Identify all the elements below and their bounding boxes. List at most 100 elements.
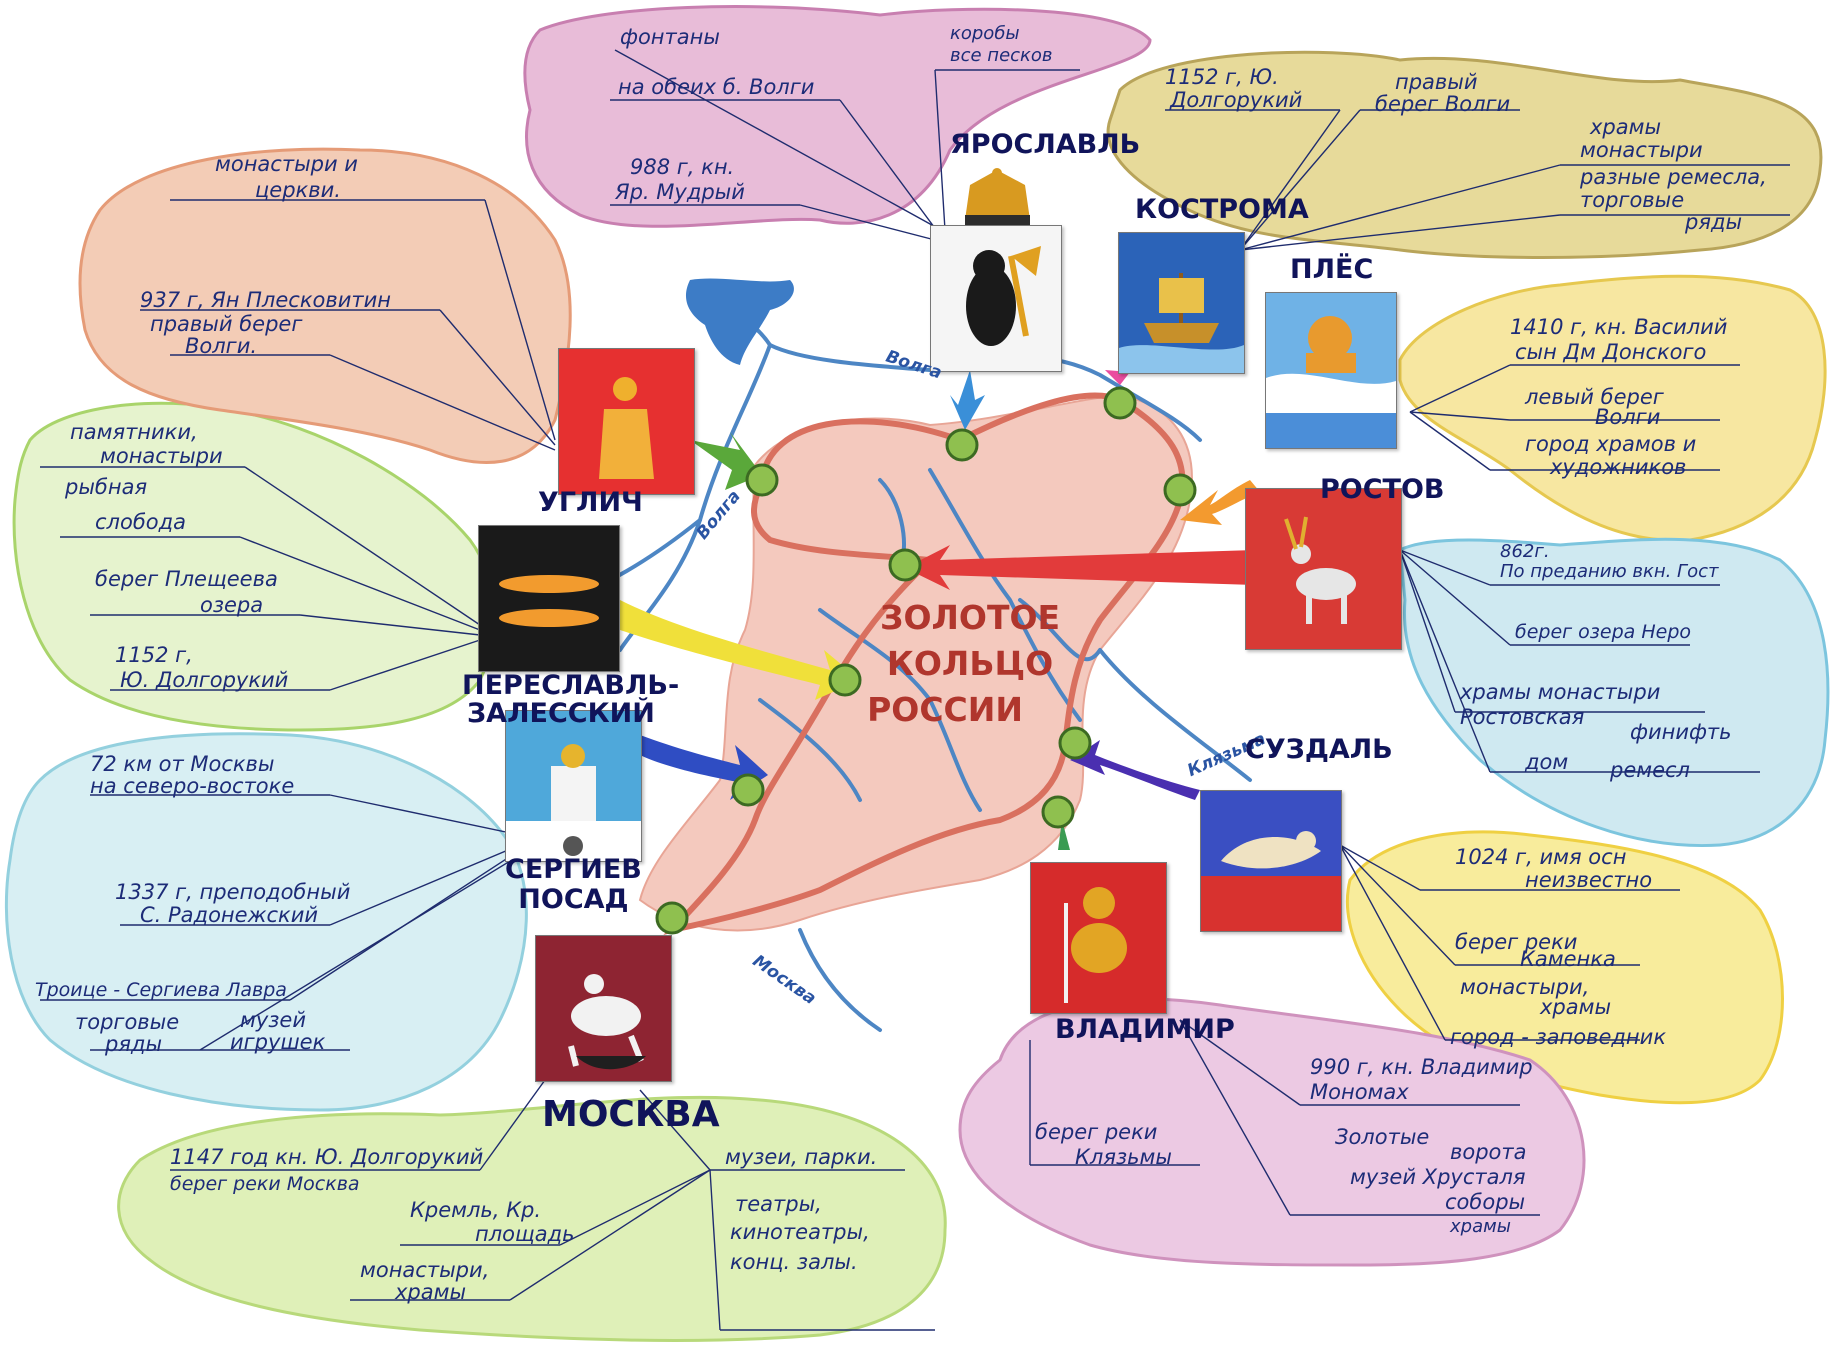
note-moscow-10: конц. залы. bbox=[730, 1250, 858, 1274]
note-sergiev-6: торговые bbox=[75, 1010, 180, 1034]
note-rostov-2: По преданию вкн. Гост bbox=[1500, 561, 1719, 582]
note-ples-2: сын Дм Донского bbox=[1515, 340, 1707, 364]
note-pereslavl-3: рыбная bbox=[65, 475, 148, 499]
note-pereslavl-4: слобода bbox=[95, 510, 187, 534]
note-suzdal-6: храмы bbox=[1540, 995, 1612, 1019]
bubble-sergiev-posad bbox=[4, 732, 528, 1112]
note-kostroma-3: правый bbox=[1395, 70, 1478, 94]
note-rostov-8: ремесл bbox=[1610, 758, 1690, 782]
center-title-line-2: КОЛЬЦО bbox=[886, 644, 1054, 683]
note-moscow-1: 1147 год кн. Ю. Долгорукий bbox=[170, 1145, 484, 1169]
center-title: ЗОЛОТОЕ КОЛЬЦО РОССИИ bbox=[867, 595, 1061, 733]
bubbles bbox=[4, 5, 1830, 1342]
note-rostov-6: финифть bbox=[1630, 720, 1732, 744]
note-moscow-4: площадь bbox=[475, 1222, 575, 1246]
city-name-sergiev-posad: СЕРГИЕВ ПОСАД bbox=[505, 855, 642, 915]
note-ples-3: левый берег bbox=[1525, 385, 1664, 409]
note-kostroma-8: торговые bbox=[1580, 188, 1685, 212]
node-vladimir bbox=[1041, 795, 1075, 829]
note-sergiev-8: музей bbox=[240, 1008, 307, 1032]
note-kostroma-4: берег Волги bbox=[1375, 92, 1511, 116]
city-name-pereslavl-line-1: ПЕРЕСЛАВЛЬ- bbox=[462, 670, 680, 701]
node-uglich bbox=[745, 463, 779, 497]
note-kostroma-5: храмы bbox=[1590, 115, 1662, 139]
note-suzdal-7: город - заповедник bbox=[1450, 1025, 1666, 1049]
bubble-vladimir bbox=[958, 997, 1586, 1267]
note-moscow-6: храмы bbox=[395, 1280, 467, 1304]
note-yaroslavl-2: коробы bbox=[950, 23, 1020, 44]
note-moscow-2: берег реки Москва bbox=[170, 1173, 360, 1195]
crest-ples bbox=[1265, 292, 1397, 449]
node-pereslavl bbox=[828, 663, 862, 697]
bubble-moscow bbox=[117, 1095, 947, 1342]
center-title-line-1: ЗОЛОТОЕ bbox=[880, 598, 1061, 637]
note-ples-1: 1410 г, кн. Василий bbox=[1510, 315, 1728, 339]
crest-vladimir bbox=[1030, 862, 1167, 1014]
note-kostroma-7: разные ремесла, bbox=[1580, 165, 1767, 189]
note-suzdal-1: 1024 г, имя осн bbox=[1455, 845, 1627, 869]
city-name-uglich: УГЛИЧ bbox=[538, 487, 643, 518]
city-name-pereslavl-line-2: ЗАЛЕССКИЙ bbox=[467, 698, 655, 729]
note-rostov-5: Ростовская bbox=[1460, 705, 1585, 729]
note-suzdal-5: монастыри, bbox=[1460, 975, 1590, 999]
note-ples-4: Волги bbox=[1595, 405, 1661, 429]
note-moscow-8: театры, bbox=[735, 1192, 822, 1216]
note-pereslavl-8: Ю. Долгорукий bbox=[120, 668, 289, 692]
note-kostroma-2: Долгорукий bbox=[1170, 88, 1303, 112]
crest-sergiev-posad bbox=[505, 710, 642, 862]
node-yaroslavl bbox=[945, 428, 979, 462]
note-vladimir-6: ворота bbox=[1450, 1140, 1527, 1164]
node-moscow bbox=[655, 901, 689, 935]
note-uglich-1: монастыри и bbox=[215, 152, 358, 176]
note-sergiev-2: на северо-востоке bbox=[90, 774, 295, 798]
city-name-sergiev-line-2: ПОСАД bbox=[518, 884, 629, 915]
note-sergiev-7: ряды bbox=[105, 1032, 163, 1056]
bubble-uglich bbox=[78, 147, 572, 464]
note-pereslavl-5: берег Плещеева bbox=[95, 567, 278, 591]
note-ples-5: город храмов и bbox=[1525, 432, 1697, 456]
city-name-pereslavl: ПЕРЕСЛАВЛЬ- ЗАЛЕССКИЙ bbox=[462, 672, 679, 728]
connector-lines bbox=[40, 49, 1790, 1331]
node-sergiev-posad bbox=[731, 773, 765, 807]
crest-kostroma bbox=[1118, 232, 1245, 374]
note-pereslavl-1: памятники, bbox=[70, 420, 198, 444]
note-vladimir-2: Мономах bbox=[1310, 1080, 1409, 1104]
crest-moscow bbox=[535, 935, 672, 1082]
note-rostov-1: 862г. bbox=[1500, 541, 1550, 562]
note-vladimir-8: соборы bbox=[1445, 1190, 1526, 1214]
note-moscow-9: кинотеатры, bbox=[730, 1220, 870, 1244]
city-arrows bbox=[620, 370, 1260, 850]
note-sergiev-3: 1337 г, преподобный bbox=[115, 880, 351, 904]
bubble-rostov bbox=[1398, 537, 1830, 848]
crest-yaroslavl bbox=[930, 225, 1062, 372]
bubble-kostroma bbox=[1106, 50, 1823, 259]
bubble-yaroslavl bbox=[523, 5, 1152, 228]
note-suzdal-2: неизвестно bbox=[1525, 868, 1653, 892]
city-name-suzdal: СУЗДАЛЬ bbox=[1245, 734, 1393, 765]
note-yaroslavl-6: Яр. Мудрый bbox=[615, 180, 745, 204]
note-yaroslavl-1: фонтаны bbox=[620, 25, 720, 49]
note-moscow-3: Кремль, Кр. bbox=[410, 1198, 542, 1222]
note-vladimir-7: музей Хрусталя bbox=[1350, 1165, 1526, 1189]
city-nodes bbox=[655, 386, 1197, 935]
note-uglich-4: правый берег bbox=[150, 312, 303, 336]
note-moscow-7: музеи, парки. bbox=[725, 1145, 878, 1169]
city-name-rostov: РОСТОВ bbox=[1320, 474, 1445, 505]
note-kostroma-6: монастыри bbox=[1580, 138, 1703, 162]
city-name-ples: ПЛЁС bbox=[1290, 254, 1374, 285]
golden-ring-route bbox=[663, 392, 1186, 935]
note-yaroslavl-4: на обеих б. Волги bbox=[618, 75, 815, 99]
note-vladimir-4: Клязьмы bbox=[1075, 1145, 1172, 1169]
crest-yaroslavl-crown bbox=[960, 165, 1035, 230]
note-pereslavl-2: монастыри bbox=[100, 444, 223, 468]
reservoir bbox=[685, 278, 794, 365]
note-sergiev-5: Троице - Сергиева Лавра bbox=[35, 979, 287, 1001]
note-pereslavl-6: озера bbox=[200, 593, 264, 617]
node-kostroma bbox=[1103, 386, 1137, 420]
note-suzdal-4: Каменка bbox=[1520, 947, 1616, 971]
city-name-moscow: МОСКВА bbox=[542, 1094, 720, 1135]
note-sergiev-1: 72 км от Москвы bbox=[90, 752, 275, 776]
note-yaroslavl-3: все песков bbox=[950, 45, 1053, 66]
note-moscow-5: монастыри, bbox=[360, 1258, 490, 1282]
